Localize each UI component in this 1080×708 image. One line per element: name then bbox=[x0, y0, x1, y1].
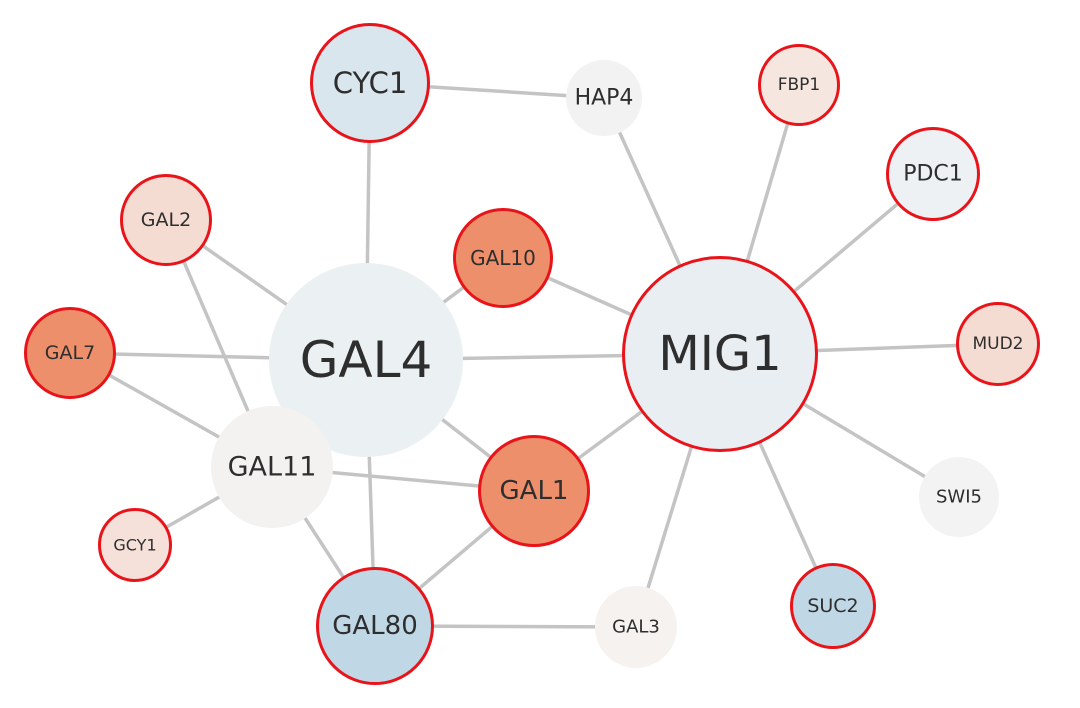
node-cyc1[interactable]: CYC1 bbox=[310, 23, 430, 143]
node-circle-swi5[interactable] bbox=[919, 457, 999, 537]
node-label-hap4: HAP4 bbox=[575, 86, 634, 111]
node-label-gal7: GAL7 bbox=[45, 342, 95, 364]
node-circle-gal3[interactable] bbox=[595, 586, 677, 668]
node-label-gal3: GAL3 bbox=[612, 617, 660, 638]
node-label-gal10: GAL10 bbox=[470, 246, 536, 270]
node-fbp1[interactable]: FBP1 bbox=[758, 44, 840, 126]
node-gal80[interactable]: GAL80 bbox=[316, 567, 434, 685]
node-label-gal4: GAL4 bbox=[300, 331, 433, 389]
node-circle-gal10[interactable] bbox=[453, 208, 553, 308]
node-label-gal80: GAL80 bbox=[332, 611, 418, 641]
node-gal4[interactable]: GAL4 bbox=[269, 263, 463, 457]
node-circle-suc2[interactable] bbox=[790, 563, 876, 649]
node-circle-gal1[interactable] bbox=[478, 435, 590, 547]
node-circle-cyc1[interactable] bbox=[310, 23, 430, 143]
node-circle-fbp1[interactable] bbox=[758, 44, 840, 126]
node-gal10[interactable]: GAL10 bbox=[453, 208, 553, 308]
node-label-gal11: GAL11 bbox=[228, 452, 317, 483]
node-gal11[interactable]: GAL11 bbox=[211, 406, 333, 528]
node-label-mud2: MUD2 bbox=[972, 334, 1023, 354]
node-suc2[interactable]: SUC2 bbox=[790, 563, 876, 649]
node-circle-hap4[interactable] bbox=[566, 60, 642, 136]
node-label-gcy1: GCY1 bbox=[113, 536, 156, 555]
node-gcy1[interactable]: GCY1 bbox=[98, 508, 172, 582]
node-gal3[interactable]: GAL3 bbox=[595, 586, 677, 668]
node-circle-pdc1[interactable] bbox=[886, 127, 980, 221]
node-circle-gal7[interactable] bbox=[24, 307, 116, 399]
node-mud2[interactable]: MUD2 bbox=[956, 302, 1040, 386]
node-label-cyc1: CYC1 bbox=[333, 66, 408, 100]
node-circle-gal2[interactable] bbox=[120, 174, 212, 266]
node-label-mig1: MIG1 bbox=[658, 326, 781, 382]
node-label-gal1: GAL1 bbox=[500, 476, 569, 506]
node-circle-mig1[interactable] bbox=[622, 256, 818, 452]
node-gal2[interactable]: GAL2 bbox=[120, 174, 212, 266]
node-swi5[interactable]: SWI5 bbox=[919, 457, 999, 537]
node-circle-gal80[interactable] bbox=[316, 567, 434, 685]
node-circle-gal11[interactable] bbox=[211, 406, 333, 528]
node-circle-gcy1[interactable] bbox=[98, 508, 172, 582]
node-gal7[interactable]: GAL7 bbox=[24, 307, 116, 399]
node-pdc1[interactable]: PDC1 bbox=[886, 127, 980, 221]
node-gal1[interactable]: GAL1 bbox=[478, 435, 590, 547]
node-label-fbp1: FBP1 bbox=[778, 75, 821, 95]
node-hap4[interactable]: HAP4 bbox=[566, 60, 642, 136]
node-label-swi5: SWI5 bbox=[936, 487, 982, 508]
node-circle-gal4[interactable] bbox=[269, 263, 463, 457]
node-mig1[interactable]: MIG1 bbox=[622, 256, 818, 452]
node-label-suc2: SUC2 bbox=[807, 595, 858, 617]
node-circle-mud2[interactable] bbox=[956, 302, 1040, 386]
node-label-pdc1: PDC1 bbox=[903, 162, 963, 187]
node-label-gal2: GAL2 bbox=[141, 209, 191, 231]
